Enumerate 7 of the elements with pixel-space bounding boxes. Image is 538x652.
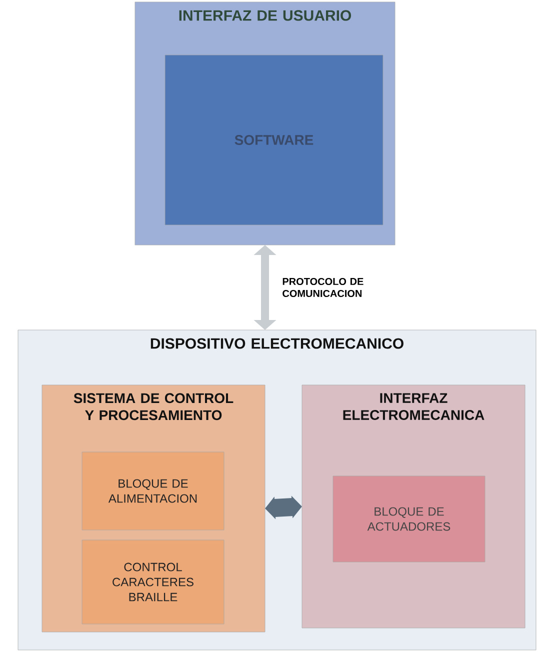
- edge-label: PROTOCOLO DE COMUNICACION: [282, 278, 364, 298]
- block-box: SOFTWARE: [164, 54, 384, 226]
- block-box: BLOQUE DE ACTUADORES: [332, 476, 486, 562]
- block-arrow: [265, 496, 302, 520]
- block-arrow: [254, 245, 276, 330]
- block-box: BLOQUE DE ALIMENTACION: [82, 452, 224, 530]
- block-box: CONTROL CARACTERES BRAILLE: [82, 540, 224, 624]
